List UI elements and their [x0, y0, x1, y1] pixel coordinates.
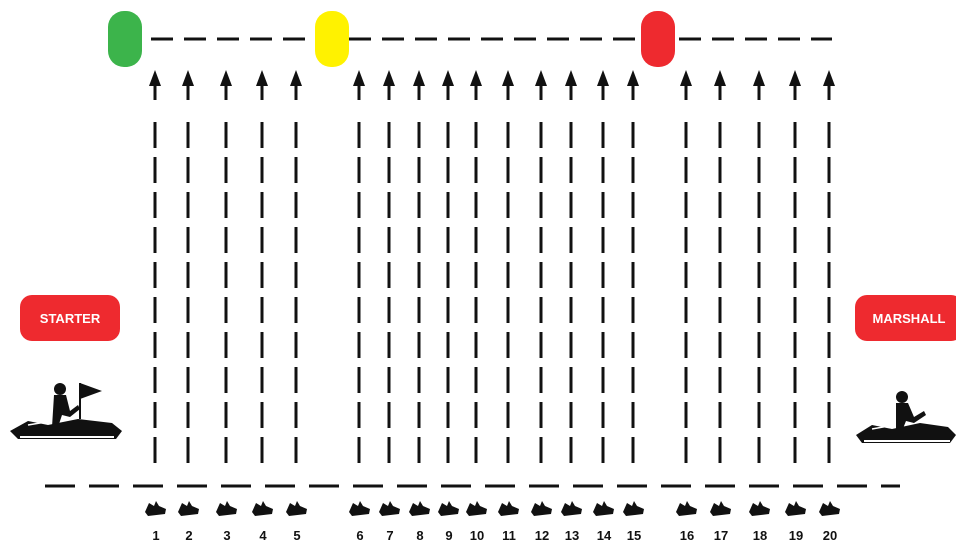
lane-number: 9	[437, 528, 461, 543]
arrow-up-icon	[627, 70, 639, 86]
arrow-up-icon	[290, 70, 302, 86]
jetski-icon	[710, 501, 731, 516]
arrow-up-icon	[597, 70, 609, 86]
jetski-icon	[593, 501, 614, 516]
lanes-group	[145, 70, 840, 516]
starter-jetski-icon	[8, 375, 124, 447]
arrow-up-icon	[353, 70, 365, 86]
lane-10	[466, 70, 487, 516]
lane-number: 16	[675, 528, 699, 543]
lane-number: 7	[378, 528, 402, 543]
lane-number: 11	[497, 528, 521, 543]
lane-number: 5	[285, 528, 309, 543]
lane-12	[531, 70, 552, 516]
jetski-icon	[785, 501, 806, 516]
arrow-up-icon	[182, 70, 194, 86]
lane-number: 2	[177, 528, 201, 543]
lane-11	[498, 70, 519, 516]
jetski-icon	[498, 501, 519, 516]
arrow-up-icon	[680, 70, 692, 86]
jetski-icon	[676, 501, 697, 516]
arrow-up-icon	[413, 70, 425, 86]
lane-13	[561, 70, 582, 516]
jetski-icon	[178, 501, 199, 516]
arrow-up-icon	[442, 70, 454, 86]
lane-18	[749, 70, 770, 516]
jetski-icon	[749, 501, 770, 516]
lane-8	[409, 70, 430, 516]
lane-19	[785, 70, 806, 516]
jetski-icon	[409, 501, 430, 516]
marshall-jetski-icon	[854, 385, 956, 449]
starter-label: STARTER	[20, 295, 120, 341]
jetski-icon	[561, 501, 582, 516]
lane-number: 3	[215, 528, 239, 543]
lane-number: 17	[709, 528, 733, 543]
lane-20	[819, 70, 840, 516]
jetski-icon	[438, 501, 459, 516]
arrow-up-icon	[383, 70, 395, 86]
lane-number: 10	[465, 528, 489, 543]
lane-16	[676, 70, 697, 516]
lane-number: 4	[251, 528, 275, 543]
arrow-up-icon	[256, 70, 268, 86]
lane-9	[438, 70, 459, 516]
lane-number: 20	[818, 528, 842, 543]
lane-number: 6	[348, 528, 372, 543]
lane-17	[710, 70, 731, 516]
lane-number: 8	[408, 528, 432, 543]
jetski-icon	[819, 501, 840, 516]
lane-4	[252, 70, 273, 516]
green-buoy	[108, 11, 142, 67]
lane-number: 1	[144, 528, 168, 543]
arrow-up-icon	[565, 70, 577, 86]
arrow-up-icon	[789, 70, 801, 86]
jetski-icon	[623, 501, 644, 516]
lane-2	[178, 70, 199, 516]
yellow-buoy	[315, 11, 349, 67]
jetski-icon	[145, 501, 166, 516]
lane-number: 18	[748, 528, 772, 543]
lane-number: 19	[784, 528, 808, 543]
jetski-icon	[531, 501, 552, 516]
arrow-up-icon	[149, 70, 161, 86]
jetski-icon	[349, 501, 370, 516]
lane-5	[286, 70, 307, 516]
arrow-up-icon	[753, 70, 765, 86]
arrow-up-icon	[220, 70, 232, 86]
lane-number: 14	[592, 528, 616, 543]
jetski-icon	[216, 501, 237, 516]
jetski-icon	[379, 501, 400, 516]
arrow-up-icon	[535, 70, 547, 86]
lane-1	[145, 70, 166, 516]
jetski-icon	[286, 501, 307, 516]
jetski-icon	[466, 501, 487, 516]
lane-3	[216, 70, 237, 516]
marshall-label: MARSHALL	[855, 295, 956, 341]
lane-number: 15	[622, 528, 646, 543]
arrow-up-icon	[502, 70, 514, 86]
lane-number: 13	[560, 528, 584, 543]
lane-15	[623, 70, 644, 516]
lane-6	[349, 70, 370, 516]
arrow-up-icon	[714, 70, 726, 86]
jetski-icon	[252, 501, 273, 516]
arrow-up-icon	[470, 70, 482, 86]
lane-14	[593, 70, 614, 516]
lane-7	[379, 70, 400, 516]
arrow-up-icon	[823, 70, 835, 86]
lane-number: 12	[530, 528, 554, 543]
red-buoy	[641, 11, 675, 67]
